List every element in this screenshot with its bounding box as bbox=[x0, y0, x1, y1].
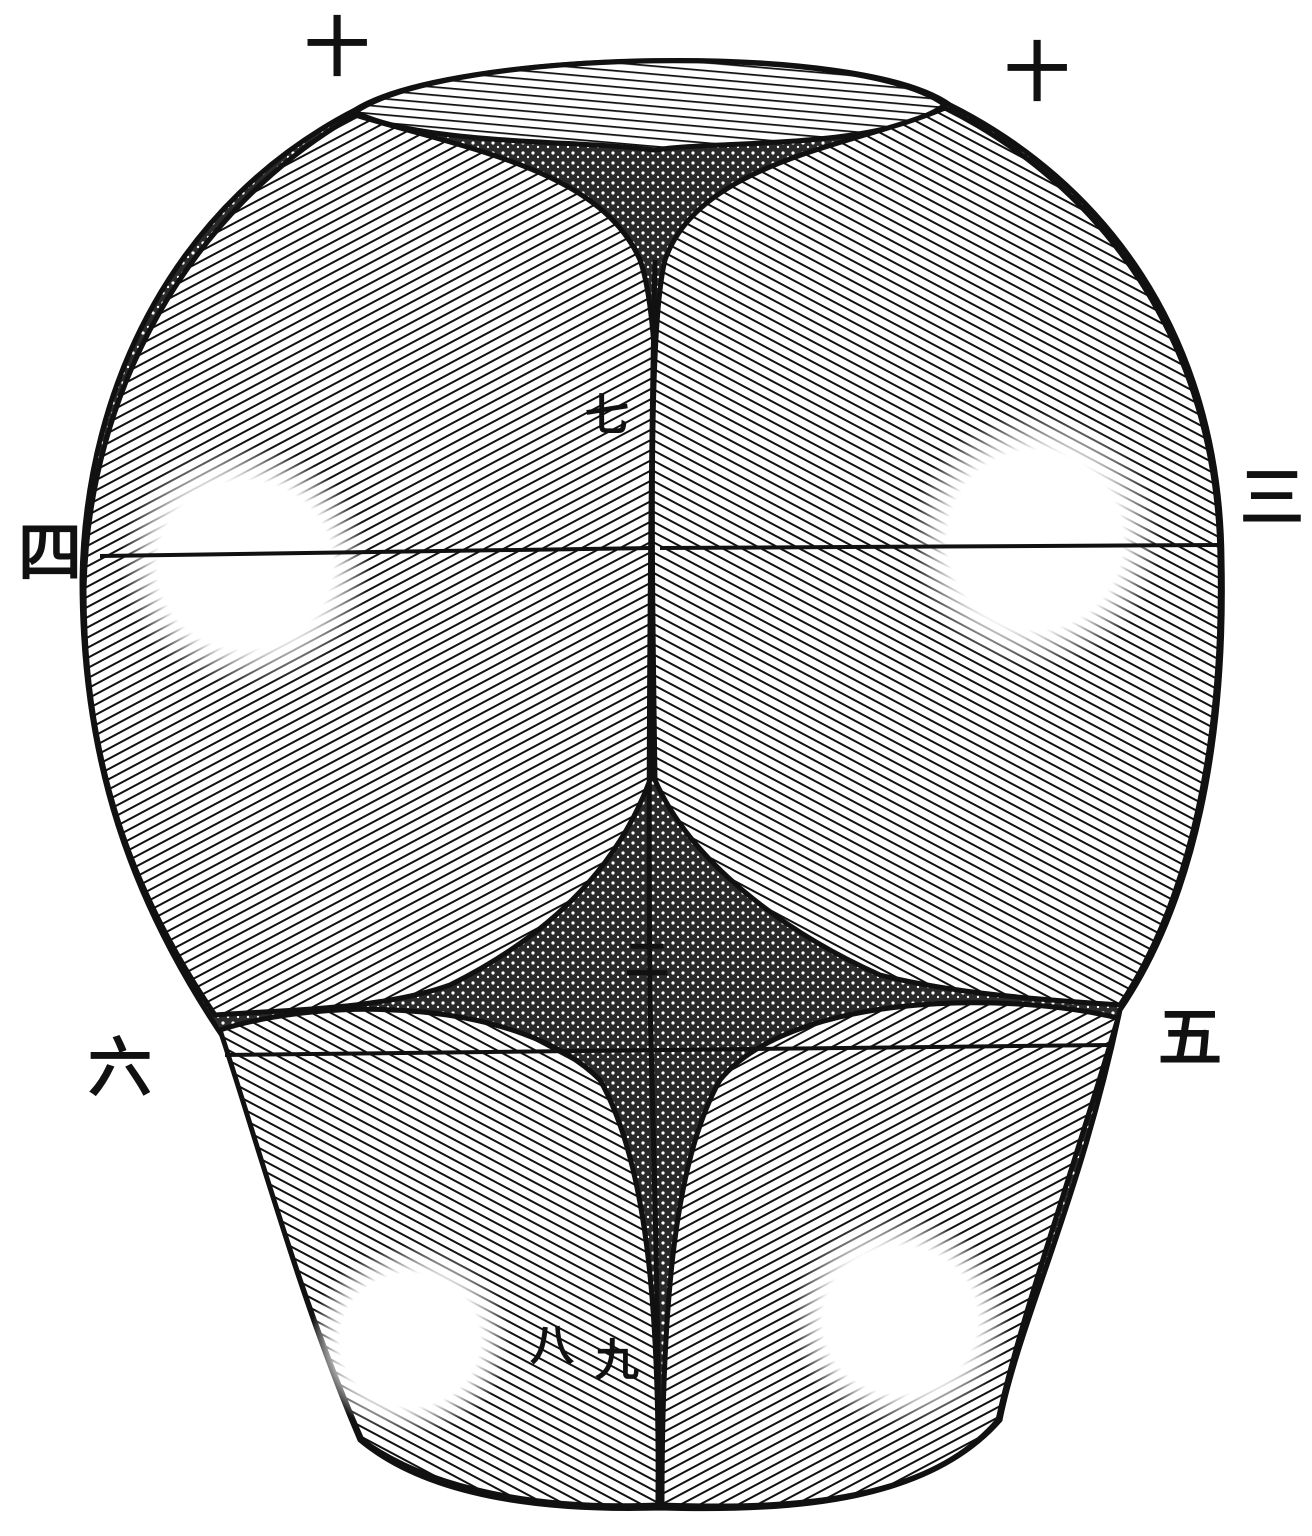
label-center: 二 bbox=[625, 935, 669, 986]
lower-left-spot bbox=[310, 1245, 510, 1435]
label-upper-inner: 七 bbox=[585, 390, 629, 441]
label-left-inner: 八 bbox=[530, 1320, 575, 1371]
label-left: 四 bbox=[18, 516, 82, 591]
label-lower-center: 九 bbox=[595, 1335, 639, 1386]
label-lower-right: 五 bbox=[1158, 1001, 1222, 1076]
label-lower-left: 六 bbox=[88, 1031, 152, 1106]
left-spot bbox=[120, 445, 370, 685]
right-spot bbox=[910, 412, 1160, 668]
label-top-left: 十 bbox=[305, 11, 369, 86]
label-top-right: 十 bbox=[1005, 36, 1069, 111]
label-right: 三 bbox=[1240, 461, 1304, 536]
lower-right-spot bbox=[790, 1215, 1010, 1425]
